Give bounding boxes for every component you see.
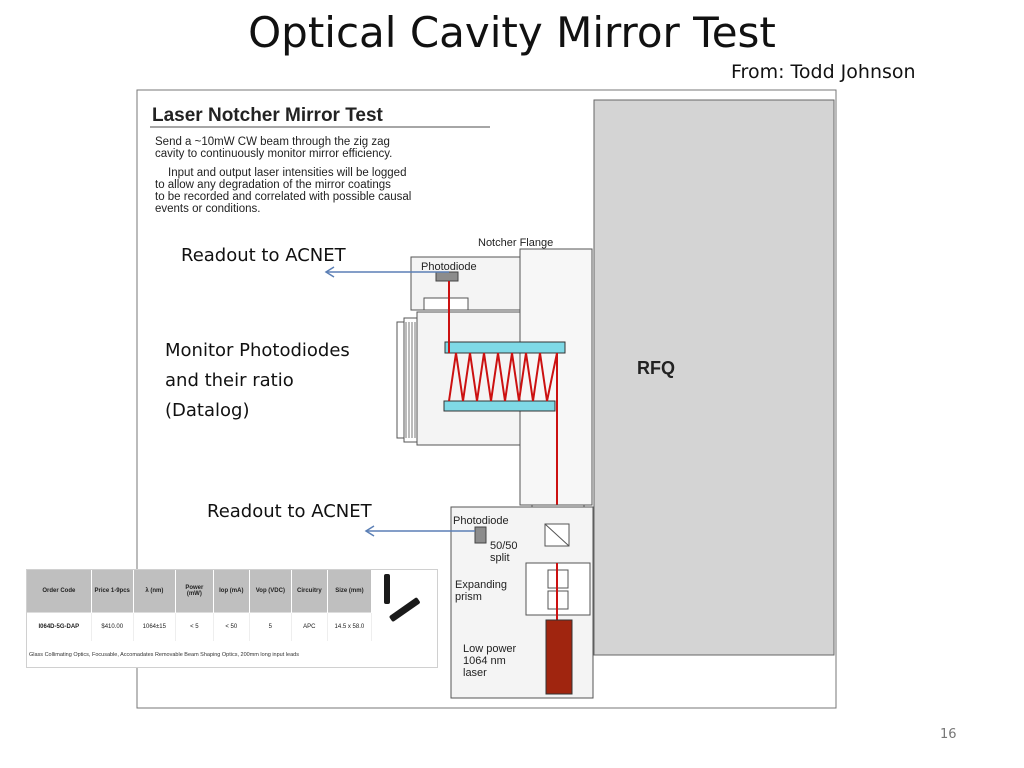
laser-label-3: laser — [463, 667, 487, 679]
monitor-note-line-2: and their ratio — [165, 370, 294, 391]
mirror-top — [444, 341, 566, 354]
spec-cell: 1064±15 — [133, 612, 176, 641]
description-line-5: to be recorded and correlated with possi… — [155, 191, 411, 203]
beam-splitter-diagonal — [544, 523, 570, 547]
spec-header-cell: Iop (mA) — [213, 570, 250, 613]
spec-header-cell: Vop (VDC) — [249, 570, 292, 613]
description-line-6: events or conditions. — [155, 203, 260, 215]
spec-header-cell: Circuitry — [291, 570, 328, 613]
readout-arrow-bottom — [364, 525, 475, 537]
monitor-photodiodes-note: Monitor Photodiodes and their ratio (Dat… — [165, 336, 350, 426]
readout-arrow-top — [324, 266, 449, 278]
split-label-1: 50/50 — [490, 540, 518, 552]
readout-top-label: Readout to ACNET — [181, 245, 346, 266]
photodiode-top-sensor — [435, 271, 459, 282]
description-line-3: Input and output laser intensities will … — [168, 167, 406, 179]
laser-label-1: Low power — [463, 643, 517, 655]
readout-bottom-label: Readout to ACNET — [207, 501, 372, 522]
spec-header-cell: Price 1-9pcs — [91, 570, 134, 613]
monitor-note-line-3: (Datalog) — [165, 400, 250, 421]
spec-cell: $410.00 — [91, 612, 134, 641]
page-number: 16 — [940, 727, 957, 742]
laser-body — [545, 619, 573, 695]
photodiode-top-label: Photodiode — [421, 261, 477, 273]
laser-spec-table: Order Code Price 1-9pcs λ (nm) Power (mW… — [26, 569, 438, 668]
description-line-4: to allow any degradation of the mirror c… — [155, 179, 391, 191]
diagram-heading: Laser Notcher Mirror Test — [152, 105, 384, 126]
spec-header-cell: λ (nm) — [133, 570, 176, 613]
spec-note: Glass Collimating Optics, Focusable, Acc… — [29, 652, 299, 658]
photodiode-bottom-sensor — [474, 526, 487, 544]
cavity-housing — [416, 311, 521, 446]
spec-cell: 14.5 x 58.0 — [327, 612, 373, 641]
spec-cell: < 50 — [213, 612, 250, 641]
cavity-side-plate — [396, 321, 405, 439]
spec-header-cell: Size (mm) — [327, 570, 373, 613]
mirror-bottom — [443, 400, 556, 412]
split-label-2: split — [490, 552, 510, 564]
spec-cell: APC — [291, 612, 328, 641]
rfq-label: RFQ — [637, 358, 675, 378]
spec-cell: I064D-5G-DAP — [27, 612, 92, 641]
author-credit: From: Todd Johnson — [731, 61, 916, 83]
laser-label-2: 1064 nm — [463, 655, 506, 667]
photodiode-bottom-label: Photodiode — [453, 515, 509, 527]
spec-header-row: Order Code Price 1-9pcs λ (nm) Power (mW… — [27, 570, 373, 613]
monitor-note-line-1: Monitor Photodiodes — [165, 340, 350, 361]
description-line-2: cavity to continuously monitor mirror ef… — [155, 148, 392, 160]
spec-header-cell: Order Code — [27, 570, 92, 613]
description-line-1: Send a ~10mW CW beam through the zig zag — [155, 136, 390, 148]
spec-cell: < 5 — [175, 612, 214, 641]
expanding-prism-label-1: Expanding — [455, 579, 507, 591]
expanding-prism-label-2: prism — [455, 591, 482, 603]
photodiode-top-mount — [423, 297, 469, 311]
slide-title: Optical Cavity Mirror Test — [248, 8, 776, 57]
window-ribs — [405, 322, 416, 438]
spec-cell: 5 — [249, 612, 292, 641]
notcher-flange-label: Notcher Flange — [478, 237, 553, 249]
rfq-block — [593, 99, 835, 656]
laser-module-thumbnail — [384, 574, 420, 622]
spec-header-cell: Power (mW) — [175, 570, 214, 613]
spec-data-row: I064D-5G-DAP $410.00 1064±15 < 5 < 50 5 … — [27, 612, 373, 641]
